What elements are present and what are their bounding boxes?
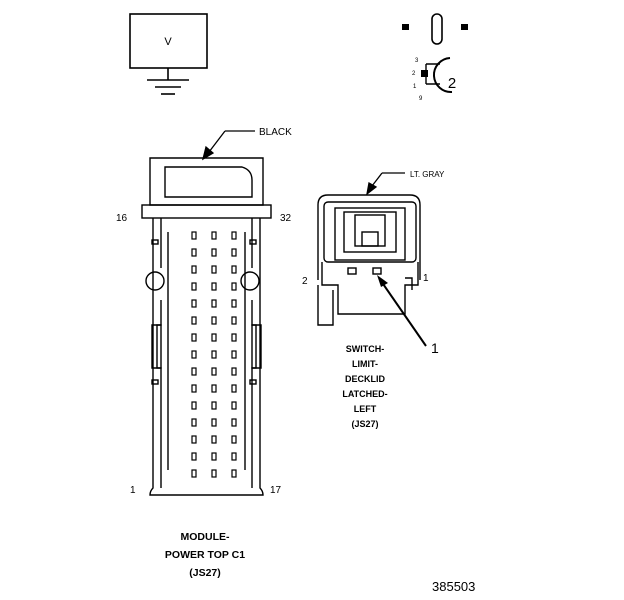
- switch-color-label: LT. GRAY: [410, 170, 445, 179]
- figure-id: 385503: [432, 579, 475, 594]
- ltgray-color-leader: [366, 172, 405, 196]
- module-caption-line-1: MODULE-: [181, 531, 230, 543]
- cavity-number-1: 1: [413, 84, 417, 90]
- connector-view-number: 2: [448, 75, 456, 92]
- pin-label-2: 2: [302, 276, 308, 287]
- module-connector-pins: [191, 231, 237, 478]
- cavity-number-9: 9: [419, 96, 423, 102]
- switch-caption-line-5: LEFT: [354, 404, 377, 414]
- switch-caption-line-3: DECKLID: [345, 374, 385, 384]
- switch-connector-body: [317, 194, 421, 326]
- switch-caption-line-1: SWITCH-: [346, 344, 385, 354]
- module-caption-line-3: (JS27): [189, 567, 221, 579]
- cavity-number-2: 2: [412, 71, 416, 77]
- module-color-label: BLACK: [259, 127, 292, 138]
- switch-caption-line-2: LIMIT-: [352, 359, 378, 369]
- cavity-number-3: 3: [415, 58, 419, 64]
- switch-caption-line-4: LATCHED-: [342, 389, 387, 399]
- black-color-leader: [201, 130, 255, 161]
- voltmeter-label: V: [164, 36, 172, 48]
- switch-caption-line-6: (JS27): [351, 419, 378, 429]
- callout-arrow: [377, 275, 427, 347]
- pin-label-1-switch: 1: [423, 273, 429, 284]
- callout-number: 1: [431, 340, 439, 356]
- pin-label-16: 16: [116, 213, 128, 224]
- module-connector-body: [141, 157, 272, 496]
- voltmeter-symbol: [129, 13, 208, 95]
- module-caption-line-2: POWER TOP C1: [165, 549, 245, 561]
- pin-label-32: 32: [280, 213, 292, 224]
- pin-label-17: 17: [270, 485, 282, 496]
- pin-label-1: 1: [130, 485, 136, 496]
- connector-view-icon: [402, 13, 468, 94]
